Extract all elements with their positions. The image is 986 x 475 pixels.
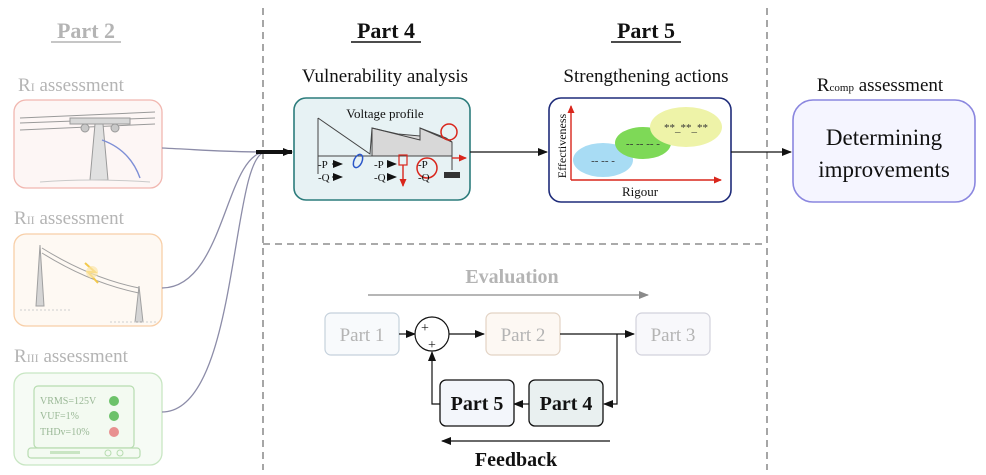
y-axis-label: Effectiveness <box>555 113 569 178</box>
r1-assessment-label: RI assessment <box>18 75 125 96</box>
feedback-path-right <box>603 334 618 408</box>
hotspot-circle-bottom <box>416 157 438 179</box>
plus-bottom: + <box>428 338 436 353</box>
r2-assessment-label: RII assessment <box>14 208 125 229</box>
vulnerability-title: Vulnerability analysis <box>302 66 468 87</box>
loop-part5-box[interactable] <box>439 379 515 427</box>
blob-yellow <box>650 107 722 147</box>
r3-assessment-label: RIII assessment <box>14 346 129 367</box>
regulator-icon <box>352 153 364 169</box>
heading-part4: Part 4 <box>357 18 415 43</box>
label-q2: -Q <box>374 172 386 184</box>
heading-part5: Part 5 <box>617 18 675 43</box>
rcomp-assessment-label: Rcomp assessment <box>817 75 944 96</box>
blob-green-label: -- -- -- - <box>626 138 660 150</box>
plus-top: + <box>421 321 429 336</box>
loop-part4-label: Part 4 <box>540 393 593 415</box>
connector-r1 <box>161 147 267 153</box>
label-p2: -P <box>374 159 384 171</box>
label-q1: -Q <box>318 172 330 184</box>
rcomp-panel[interactable] <box>792 99 976 203</box>
laptop-icon <box>27 385 141 459</box>
screen-line-vuf: VUF=1% <box>40 411 79 422</box>
loop-part3-box[interactable] <box>635 312 711 356</box>
solar-panel-icon <box>444 172 460 178</box>
loop-part2-label: Part 2 <box>501 325 546 346</box>
label-p1: -P <box>318 159 328 171</box>
screen-line-vrms: VRMS=125V <box>40 396 97 407</box>
r1-panel <box>13 99 163 189</box>
voltage-profile-title: Voltage profile <box>346 106 424 121</box>
screen-line-thd: THDv=10% <box>40 427 90 438</box>
x-axis-label: Rigour <box>622 184 659 199</box>
cross-icon <box>109 427 119 437</box>
blob-blue-label: -- -- - <box>591 155 615 167</box>
power-pole-icon <box>19 111 156 183</box>
hotspot-circle-top <box>440 123 458 141</box>
rcomp-line2: improvements <box>818 157 950 182</box>
blob-blue <box>573 143 633 177</box>
label-p3: -P <box>418 159 428 171</box>
feedback-label: Feedback <box>475 449 558 471</box>
blob-yellow-label: **_**_** <box>664 122 708 134</box>
loop-part3-label: Part 3 <box>651 325 696 346</box>
check-icon <box>109 396 119 406</box>
loop-part1-label: Part 1 <box>340 325 385 346</box>
loop-part4-box[interactable] <box>528 379 604 427</box>
heading-part2: Part 2 <box>57 18 115 43</box>
label-q3: -Q <box>418 172 430 184</box>
check-icon <box>109 411 119 421</box>
strengthening-title: Strengthening actions <box>563 66 728 87</box>
evaluation-label: Evaluation <box>465 266 558 288</box>
connector-r2 <box>161 151 267 289</box>
rcomp-line1: Determining <box>826 125 943 150</box>
r2-panel <box>13 233 163 327</box>
loop-part5-label: Part 5 <box>451 393 504 415</box>
connector-r3 <box>161 151 267 413</box>
transmission-line-icon <box>20 244 158 323</box>
feedback-path-left <box>428 351 440 405</box>
